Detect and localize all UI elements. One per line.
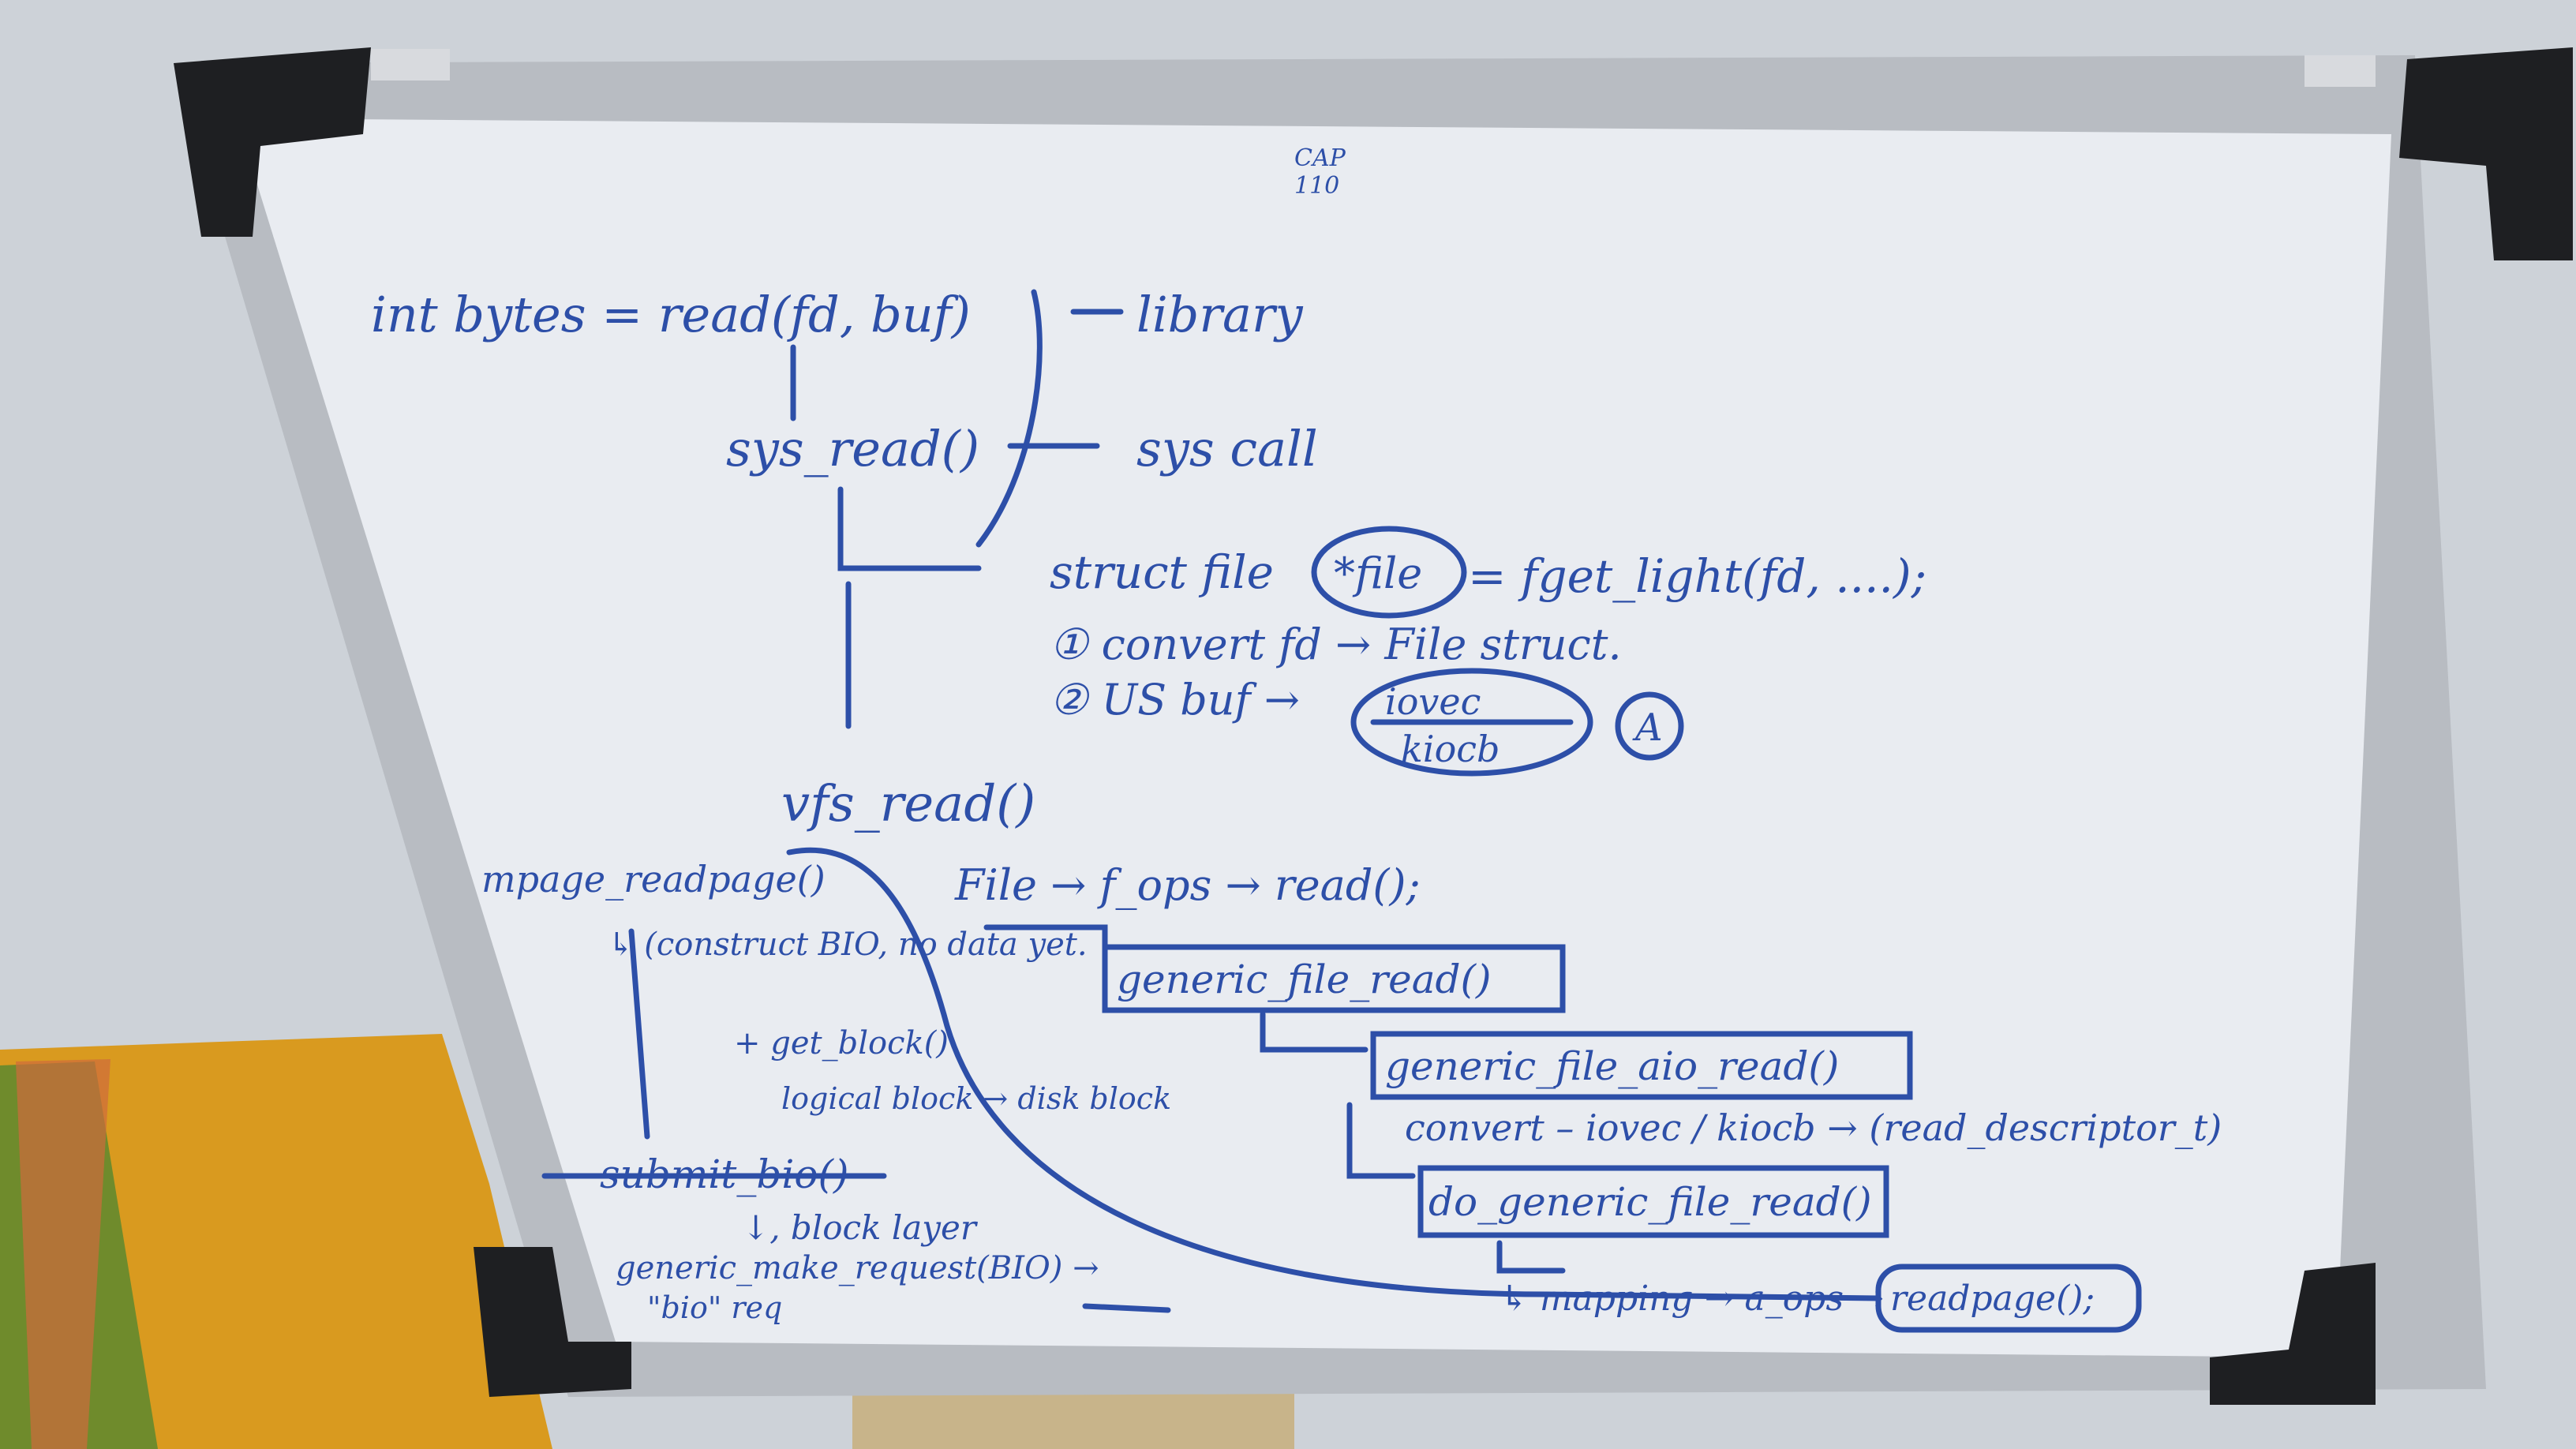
box-readpage: [1875, 1264, 2142, 1333]
line-convert: convert – iovec / kiocb → (read_descript…: [1405, 1106, 2222, 1149]
line-step1: ① convert fd → File struct.: [1050, 620, 1622, 669]
arrow-generic-make-request: [1082, 1303, 1171, 1313]
line-library: library: [1136, 286, 1304, 343]
clip-left: [371, 49, 450, 80]
line-generic-make-request: generic_make_request(BIO) →: [616, 1250, 1099, 1286]
line-label-a: A: [1632, 706, 1663, 750]
line-do-generic-file-read: do_generic_file_read(): [1428, 1179, 1872, 1225]
line-sys-read: sys_read(): [726, 420, 979, 477]
top-note-line-1: CAP: [1294, 144, 1346, 172]
line-vfs-read: vfs_read(): [781, 775, 1035, 833]
box-generic-file-read: [1102, 944, 1566, 1013]
corner-bottom-right: [2210, 1263, 2376, 1405]
clip-right: [2305, 55, 2376, 87]
line-block-layer: ↓, block layer: [742, 1208, 979, 1247]
circle-iovec-kiocb: [1350, 668, 1593, 777]
long-curve: [786, 847, 1881, 1301]
corner-bottom-left: [474, 1247, 631, 1397]
line-file-circled: *file: [1334, 549, 1422, 598]
line-call: int bytes = read(fd, buf): [371, 286, 971, 343]
line-iovec: iovec: [1385, 680, 1481, 723]
line-readpage: readpage();: [1890, 1279, 2095, 1319]
line-generic-file-read: generic_file_read(): [1117, 957, 1492, 1002]
board-surface: [237, 118, 2391, 1357]
top-note-line-2: 110: [1294, 172, 1339, 200]
line-fget-light: = fget_light(fd, ....);: [1468, 549, 1926, 603]
line-generic-file-aio-read: generic_file_aio_read(): [1385, 1043, 1839, 1089]
handwriting-text: CAP 110 int bytes = read(fd, buf) librar…: [371, 144, 2222, 1325]
line-submit-bio: submit_bio(): [600, 1151, 848, 1197]
arrow-to-mapping: [1496, 1240, 1566, 1274]
arrow-to-struct-file: [837, 486, 982, 571]
handwriting: [541, 289, 2142, 1333]
arrow-to-do-generic: [1346, 1102, 1416, 1179]
line-syscall: sys call: [1136, 420, 1318, 477]
circle-file: [1311, 526, 1467, 619]
line-struct-file: struct file: [1050, 545, 1274, 599]
bracket-call: [975, 289, 1043, 548]
box-do-generic: [1417, 1165, 1889, 1238]
line-construct-bio: ↳ (construct BIO, no data yet.: [608, 927, 1088, 963]
line-fops: File → f_ops → read();: [954, 860, 1421, 910]
line-step2: ② US buf →: [1050, 675, 1300, 724]
box-aio-read: [1370, 1031, 1913, 1100]
corner-top-right: [2399, 47, 2573, 260]
corner-top-left: [174, 47, 371, 237]
line-mpage-readpage: mpage_readpage(): [481, 858, 826, 900]
orange-cloth: [0, 1034, 552, 1449]
circle-a: [1615, 691, 1684, 761]
mpage-left-down: [628, 928, 650, 1140]
arrow-to-aio: [1260, 1011, 1368, 1053]
line-bottom-note: "bio" req: [647, 1290, 782, 1325]
line-logical-block: logical block → disk block: [781, 1081, 1171, 1116]
line-mapping: ↳ mapping → a_ops →: [1500, 1279, 1884, 1319]
line-kiocb: kiocb: [1401, 728, 1500, 770]
line-get-block: + get_block(): [734, 1025, 949, 1061]
